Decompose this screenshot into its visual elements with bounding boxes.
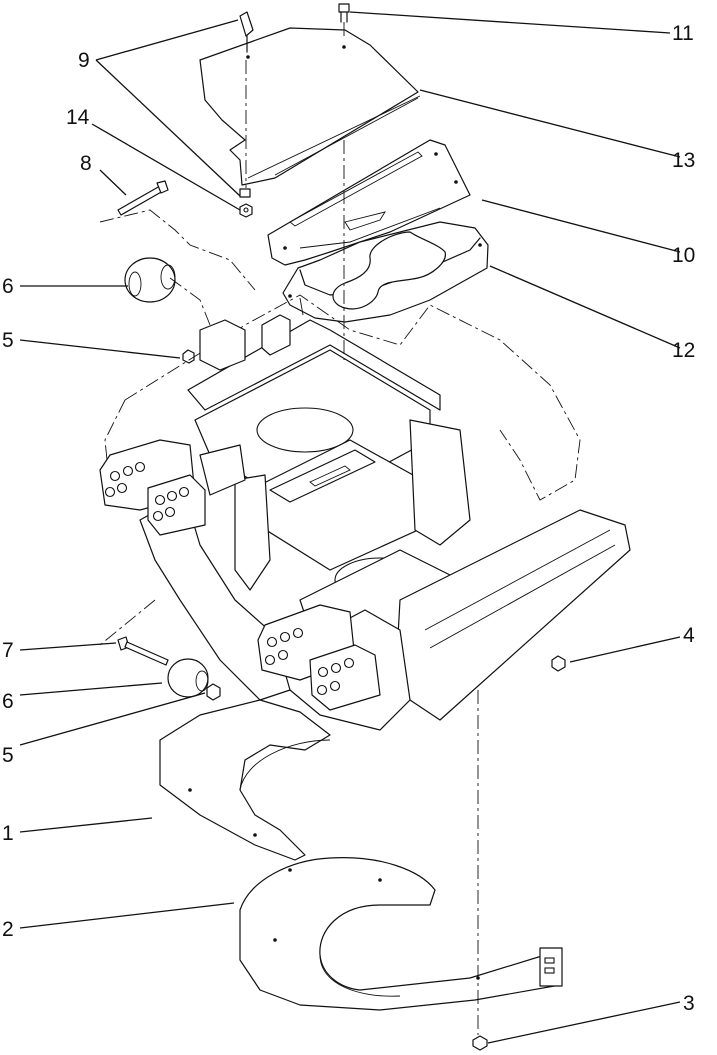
part-4-nut <box>551 655 566 672</box>
callout-labels: 11 9 14 8 13 10 6 5 12 4 7 6 5 1 2 3 <box>2 22 695 1015</box>
part-10-console-housing <box>282 221 489 323</box>
callout-14: 14 <box>66 106 90 129</box>
bracket-upper-left <box>99 439 246 536</box>
bracket-lower-front <box>257 604 381 711</box>
leader-lines <box>19 11 681 1044</box>
part-9-knob <box>239 11 254 198</box>
part-7-bolt <box>117 636 169 666</box>
callout-8: 8 <box>80 152 92 175</box>
callout-2: 2 <box>2 918 14 941</box>
callout-7: 7 <box>2 639 14 662</box>
part-14-nut <box>239 203 253 218</box>
callout-3: 3 <box>683 992 695 1015</box>
main-frame <box>139 314 631 731</box>
part-5-nut-lower <box>206 683 221 701</box>
part-13-bolt <box>338 3 350 40</box>
callout-1: 1 <box>2 822 14 845</box>
assembly-axes <box>99 140 345 646</box>
callout-12: 13 <box>672 149 695 172</box>
callout-5-lower: 5 <box>2 744 14 767</box>
part-6-bumper-upper <box>124 257 211 326</box>
callout-4: 4 <box>683 624 695 647</box>
part-3-bolt <box>472 690 488 1051</box>
main-frame-envelope <box>104 294 581 501</box>
part-1-baffle-upper <box>159 699 331 861</box>
part-8-pin <box>99 180 256 291</box>
callout-13: 11 <box>672 22 694 45</box>
part-5-nut-upper <box>182 349 195 364</box>
part-6-bumper-lower <box>167 658 209 698</box>
callout-5-upper: 5 <box>2 329 14 352</box>
callout-9: 9 <box>78 49 90 72</box>
part-2-baffle-lower <box>239 857 563 1011</box>
callout-6-lower: 6 <box>2 690 14 713</box>
callout-6-upper: 6 <box>2 275 14 298</box>
callout-11: 10 <box>672 244 695 267</box>
callout-10: 12 <box>672 339 695 362</box>
part-12-cover-plate <box>199 27 421 186</box>
